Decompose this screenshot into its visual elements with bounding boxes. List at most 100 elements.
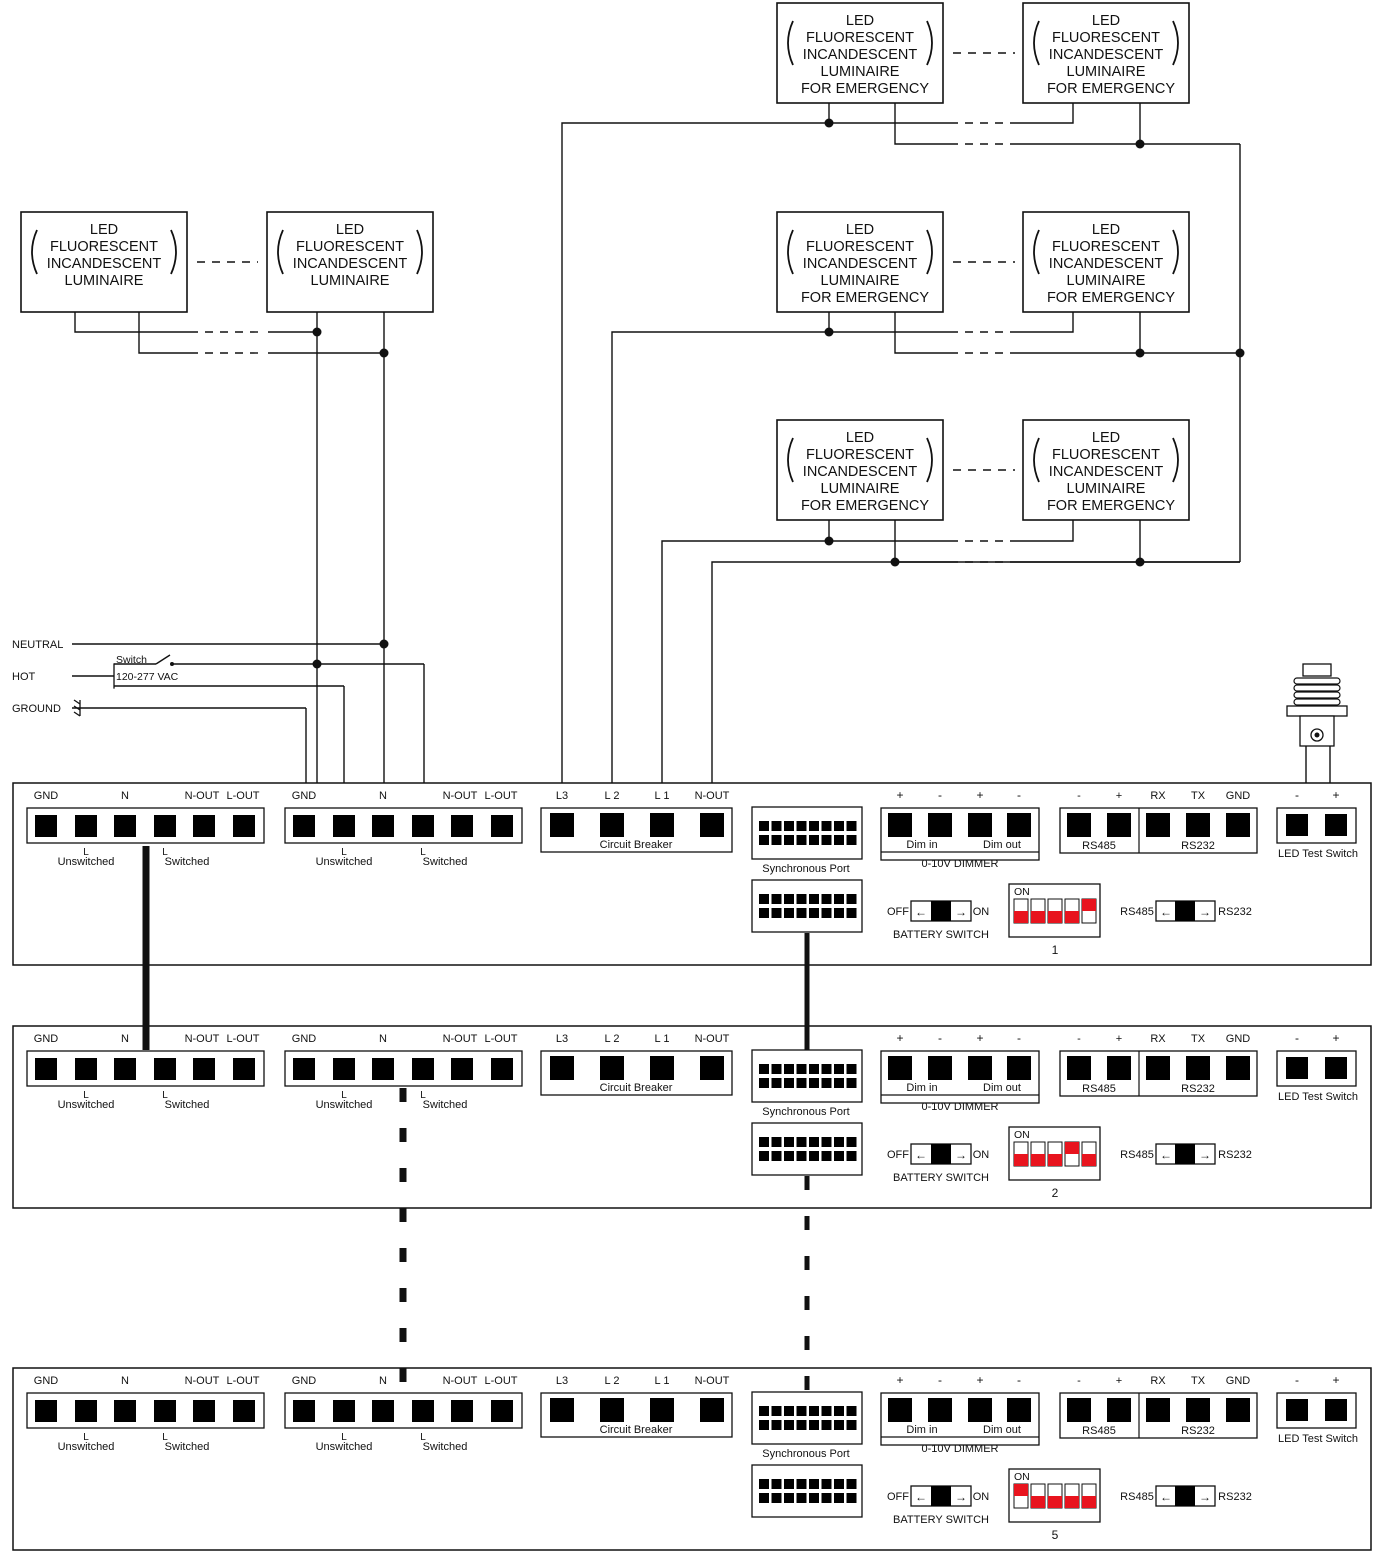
rs-switch-left: RS485 [1120, 1149, 1154, 1161]
sync-pin [821, 1406, 832, 1416]
wire-emergency-hot [1016, 312, 1074, 333]
led-test-terminal [1325, 814, 1347, 836]
comm-terminal [1067, 813, 1091, 837]
label-neutral: NEUTRAL [12, 639, 63, 651]
rs-switch-right: RS232 [1218, 1149, 1252, 1161]
arrow-right-icon: → [1199, 1490, 1211, 1504]
comm-label: RX [1150, 1033, 1166, 1045]
terminal-screw [491, 1400, 513, 1422]
sync-pin [796, 1078, 807, 1088]
luminaire-line-fluorescent: FLUORESCENT [806, 239, 914, 255]
terminal-label-l-out: L-OUT [485, 1033, 518, 1045]
luminaire-line-emergency: FOR EMERGENCY [1047, 290, 1175, 306]
switch-screw [1310, 728, 1324, 742]
terminal-screw [114, 1058, 136, 1080]
breaker-caption: Circuit Breaker [600, 839, 673, 851]
sync-pin [771, 1406, 782, 1416]
led-test-caption: LED Test Switch [1278, 1091, 1358, 1103]
wire-to-n-out [711, 561, 1240, 783]
luminaire-line-luminaire: LUMINAIRE [1067, 64, 1146, 80]
battery-switch-slider [931, 1144, 951, 1164]
sync-pin [834, 821, 844, 831]
dip-switch-lever [1031, 1496, 1045, 1508]
sync-pin [821, 894, 832, 904]
sync-pin [846, 821, 857, 831]
bracket-left-icon [787, 437, 794, 483]
terminal-label-n-out: N-OUT [185, 1375, 220, 1387]
sync-pin [784, 1406, 794, 1416]
sync-pin [846, 835, 857, 845]
terminal-screw [75, 1058, 97, 1080]
sync-pin [759, 1078, 769, 1088]
dimmer-label-minus: - [938, 1373, 942, 1387]
comm-label: GND [1226, 1375, 1251, 1387]
bracket-left-icon [1033, 229, 1040, 275]
dimmer-terminal [928, 1056, 952, 1080]
sync-pin [771, 1420, 782, 1430]
sync-port-lower [751, 879, 863, 933]
terminal-block-frame [284, 1050, 523, 1087]
comm-terminal [1107, 1056, 1131, 1080]
luminaire-line-fluorescent: FLUORESCENT [806, 30, 914, 46]
terminal-screw [372, 1058, 394, 1080]
terminal-screw [333, 815, 355, 837]
sync-port-upper [751, 1049, 863, 1103]
luminaire-line-fluorescent: FLUORESCENT [1052, 30, 1160, 46]
terminal-screw [412, 1058, 434, 1080]
led-test-label-minus: - [1295, 1031, 1299, 1045]
terminal-sub-l: L [83, 847, 89, 858]
sync-pin [834, 1479, 844, 1489]
sync-pin [784, 1064, 794, 1074]
terminal-sub-l: L [162, 1432, 168, 1443]
sync-pin [771, 1479, 782, 1489]
breaker-terminal [700, 1398, 724, 1422]
sync-pin [759, 894, 769, 904]
led-test-terminal [1286, 814, 1308, 836]
comm-terminal [1226, 1398, 1250, 1422]
sync-pin [784, 1493, 794, 1503]
dip-switch-lever [1082, 1496, 1096, 1508]
terminal-screw [75, 1400, 97, 1422]
terminal-label-n: N [379, 1033, 387, 1045]
luminaire-line-led: LED [846, 222, 874, 238]
terminal-screw [412, 815, 434, 837]
sync-pin [759, 835, 769, 845]
sync-pin [834, 1493, 844, 1503]
luminaire-line-emergency: FOR EMERGENCY [801, 81, 929, 97]
luminaire-normal-1 [20, 211, 188, 313]
unit-number: 2 [1052, 1186, 1059, 1200]
dimmer-caption: 0-10V DIMMER [921, 858, 998, 870]
sync-pin [809, 821, 819, 831]
switch-thread [1293, 677, 1341, 685]
luminaire-line-incandescent: INCANDESCENT [1049, 47, 1164, 63]
sync-pin [771, 1137, 782, 1147]
terminal-screw [154, 1400, 176, 1422]
led-test-terminal [1325, 1057, 1347, 1079]
comm-label: + [1116, 1033, 1122, 1045]
luminaire-line-incandescent: INCANDESCENT [293, 256, 408, 272]
dimmer-terminal [968, 813, 992, 837]
sync-port-lower [751, 1122, 863, 1176]
label-hot: HOT [12, 671, 36, 683]
sync-pin [821, 1137, 832, 1147]
sync-pin [784, 1078, 794, 1088]
luminaire-line-emergency: FOR EMERGENCY [801, 290, 929, 306]
battery-switch-caption: BATTERY SWITCH [893, 1514, 989, 1526]
label-ground: GROUND [12, 703, 61, 715]
sync-pin [759, 1479, 769, 1489]
luminaire-emergency-left-3 [776, 419, 944, 521]
dip-switch-lever [1065, 1496, 1079, 1508]
terminal-sub-l: L [341, 1432, 347, 1443]
bracket-left-icon [1033, 20, 1040, 66]
bracket-left-icon [1033, 437, 1040, 483]
terminal-block-frame [284, 1392, 523, 1429]
comm-terminal [1107, 813, 1131, 837]
dimmer-label-minus: - [1017, 788, 1021, 802]
switch-lever-icon [155, 654, 171, 665]
breaker-terminal [700, 1056, 724, 1080]
comm-label-rs232: RS232 [1181, 1425, 1215, 1437]
wire-to-l2 [611, 331, 829, 783]
sync-pin [796, 1151, 807, 1161]
dip-switch-lever [1014, 1484, 1028, 1496]
